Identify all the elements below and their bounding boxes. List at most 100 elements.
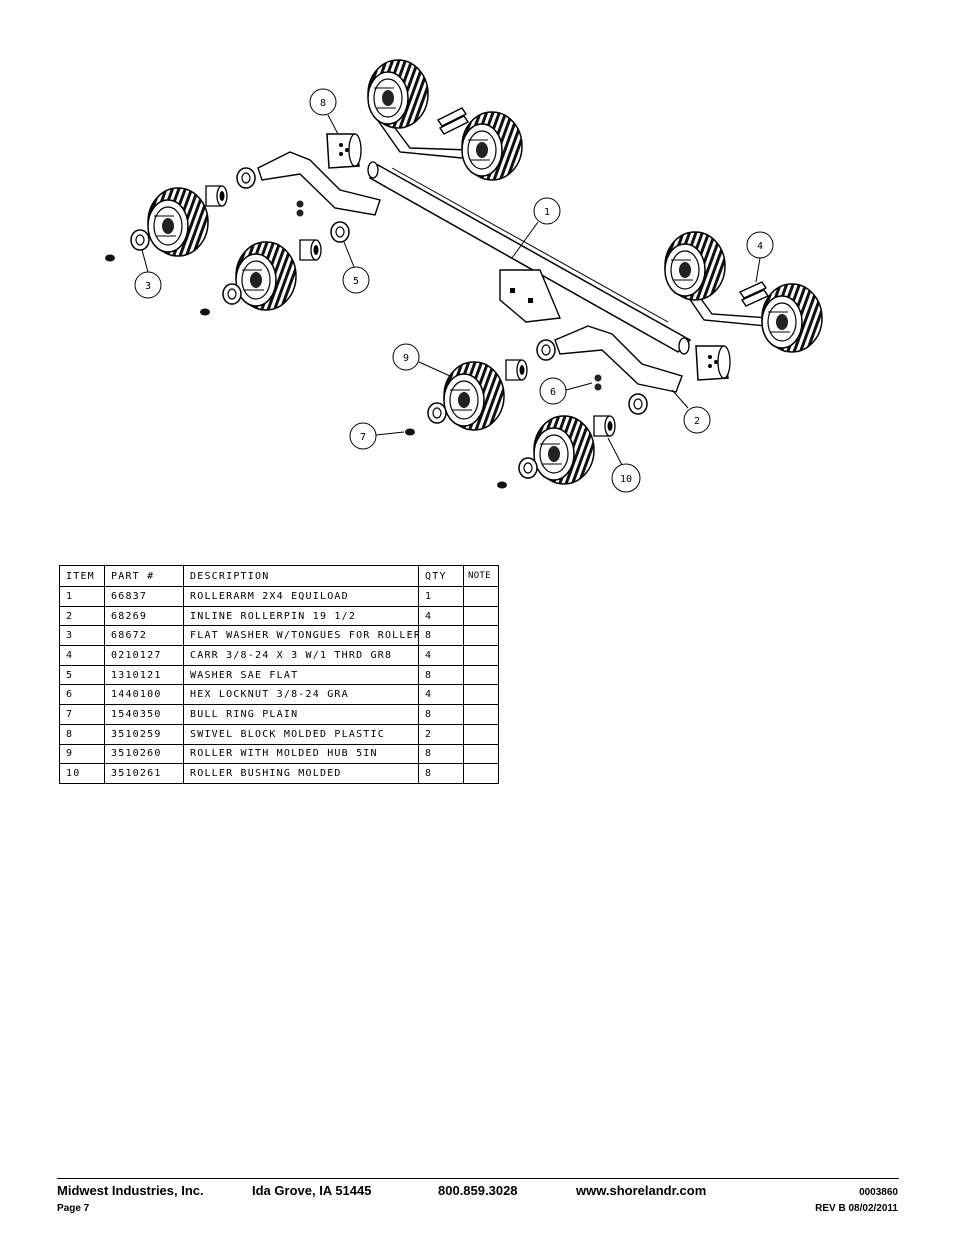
cell-item: 6 bbox=[59, 684, 105, 706]
cell-qty: 8 bbox=[418, 664, 464, 686]
cell-note bbox=[463, 743, 499, 765]
cell-note bbox=[463, 684, 499, 706]
callout-1-label: 1 bbox=[544, 207, 550, 218]
cell-qty: 4 bbox=[418, 684, 464, 706]
cell-part: 66837 bbox=[104, 586, 184, 607]
footer-page-number: Page 7 bbox=[57, 1203, 90, 1214]
cell-description: ROLLER BUSHING MOLDED bbox=[183, 763, 419, 784]
callout-2-label: 2 bbox=[694, 416, 700, 427]
cell-note bbox=[463, 625, 499, 647]
callout-7-label: 7 bbox=[360, 432, 366, 443]
callout-7: 7 bbox=[349, 422, 405, 450]
header-description: DESCRIPTION bbox=[183, 565, 419, 587]
cell-description: ROLLERARM 2X4 EQUILOAD bbox=[183, 586, 419, 607]
cell-item: 9 bbox=[59, 743, 105, 765]
carriage-bolts bbox=[436, 107, 770, 307]
footer-phone: 800.859.3028 bbox=[438, 1183, 518, 1198]
cell-note bbox=[463, 704, 499, 725]
cell-note bbox=[463, 723, 499, 745]
cell-note bbox=[463, 586, 499, 607]
callout-5-label: 5 bbox=[353, 276, 359, 287]
cell-part: 3510260 bbox=[104, 743, 184, 765]
header-item: ITEM bbox=[59, 565, 105, 587]
cell-qty: 1 bbox=[418, 586, 464, 607]
cell-note bbox=[463, 605, 499, 627]
callout-10: 10 bbox=[607, 437, 641, 493]
callout-6-label: 6 bbox=[550, 387, 556, 398]
callout-9-label: 9 bbox=[403, 353, 409, 364]
bull-rings bbox=[105, 254, 507, 489]
callout-10-label: 10 bbox=[620, 474, 632, 485]
callout-6: 6 bbox=[539, 377, 593, 405]
cell-description: WASHER SAE FLAT bbox=[183, 664, 419, 686]
cell-item: 1 bbox=[59, 586, 105, 607]
cell-qty: 2 bbox=[418, 723, 464, 745]
cell-description: INLINE ROLLERPIN 19 1/2 bbox=[183, 605, 419, 627]
callout-3: 3 bbox=[134, 249, 162, 299]
footer-divider bbox=[57, 1178, 899, 1179]
callout-2: 2 bbox=[671, 389, 711, 434]
footer-doc-number: 0003860 bbox=[859, 1187, 898, 1198]
footer-revision: REV B 08/02/2011 bbox=[815, 1203, 898, 1214]
callout-8-label: 8 bbox=[320, 98, 326, 109]
cell-part: 3510261 bbox=[104, 763, 184, 784]
cell-note bbox=[463, 645, 499, 666]
footer-website[interactable]: www.shorelandr.com bbox=[576, 1183, 707, 1198]
cell-note bbox=[463, 664, 499, 686]
footer-company: Midwest Industries, Inc. bbox=[57, 1183, 204, 1198]
cell-note bbox=[463, 763, 499, 784]
header-note: NOTE bbox=[463, 565, 499, 587]
cell-qty: 8 bbox=[418, 743, 464, 765]
header-part-number: PART # bbox=[104, 565, 184, 587]
cell-qty: 8 bbox=[418, 763, 464, 784]
cell-item: 3 bbox=[59, 625, 105, 647]
cell-part: 68269 bbox=[104, 605, 184, 627]
cell-description: ROLLER WITH MOLDED HUB 5IN bbox=[183, 743, 419, 765]
cell-part: 1540350 bbox=[104, 704, 184, 725]
footer-city: Ida Grove, IA 51445 bbox=[252, 1183, 372, 1198]
exploded-parts-diagram: 1 2 3 4 5 6 7 8 9 10 bbox=[105, 59, 823, 493]
cell-item: 7 bbox=[59, 704, 105, 725]
callout-1: 1 bbox=[511, 197, 561, 259]
cell-item: 5 bbox=[59, 664, 105, 686]
cell-part: 1440100 bbox=[104, 684, 184, 706]
rollerarm-axle bbox=[367, 161, 692, 355]
header-qty: QTY bbox=[418, 565, 464, 587]
cell-part: 68672 bbox=[104, 625, 184, 647]
cell-qty: 4 bbox=[418, 645, 464, 666]
cell-part: 0210127 bbox=[104, 645, 184, 666]
cell-qty: 8 bbox=[418, 625, 464, 647]
cell-description: HEX LOCKNUT 3/8-24 GRA bbox=[183, 684, 419, 706]
cell-item: 4 bbox=[59, 645, 105, 666]
callout-4-label: 4 bbox=[757, 241, 763, 252]
table-header-row: ITEM PART # DESCRIPTION QTY NOTE bbox=[59, 565, 499, 587]
cell-description: BULL RING PLAIN bbox=[183, 704, 419, 725]
callout-8: 8 bbox=[309, 88, 339, 135]
cell-description: CARR 3/8-24 X 3 W/1 THRD GR8 bbox=[183, 645, 419, 666]
cell-description: FLAT WASHER W/TONGUES FOR ROLLER bbox=[183, 625, 419, 647]
cell-item: 10 bbox=[59, 763, 105, 784]
callout-9: 9 bbox=[392, 343, 451, 377]
cell-part: 1310121 bbox=[104, 664, 184, 686]
cell-qty: 4 bbox=[418, 605, 464, 627]
callout-5: 5 bbox=[342, 241, 370, 294]
cell-item: 8 bbox=[59, 723, 105, 745]
cell-description: SWIVEL BLOCK MOLDED PLASTIC bbox=[183, 723, 419, 745]
callout-3-label: 3 bbox=[145, 281, 151, 292]
cell-item: 2 bbox=[59, 605, 105, 627]
hex-locknuts bbox=[296, 200, 602, 391]
callout-4: 4 bbox=[746, 231, 774, 283]
cell-qty: 8 bbox=[418, 704, 464, 725]
cell-part: 3510259 bbox=[104, 723, 184, 745]
